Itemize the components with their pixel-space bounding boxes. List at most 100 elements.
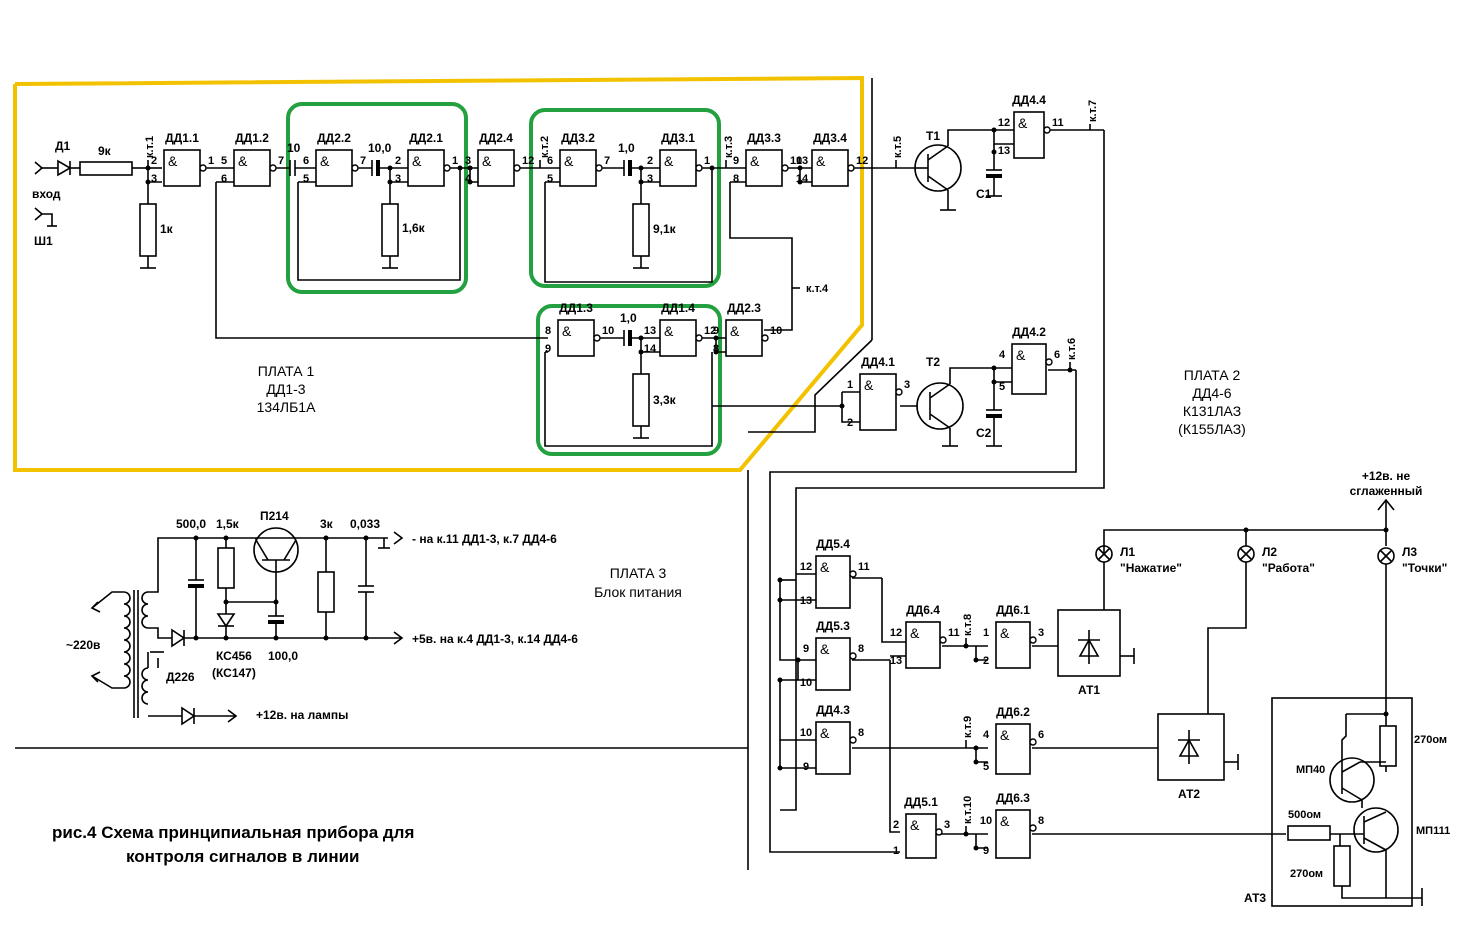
pin-number: 11 — [948, 627, 960, 639]
pin-number: 12 — [890, 627, 902, 639]
pin-number: 1 — [983, 627, 989, 639]
gate-symbol: & — [864, 377, 874, 393]
transistor-t1 — [914, 144, 962, 192]
pin-number: 1 — [893, 845, 899, 857]
pin-number: 2 — [647, 155, 653, 167]
gate-symbol: & — [664, 323, 674, 339]
pin-number: 2 — [395, 155, 401, 167]
resistor-270-bottom — [1333, 845, 1351, 887]
board1-outline — [13, 75, 864, 472]
resistor-500 — [1287, 825, 1331, 841]
block-dd1-outline — [536, 304, 722, 456]
resistor-1k — [139, 203, 157, 257]
gate-name: ДД2.1 — [409, 131, 443, 145]
at3-module — [1271, 697, 1413, 907]
gate-name: ДД3.4 — [813, 131, 847, 145]
gate-symbol: & — [750, 153, 760, 169]
gate-name: ДД2.4 — [479, 131, 513, 145]
pin-number: 1 — [452, 155, 458, 167]
gate-name: ДД5.1 — [904, 795, 938, 809]
pin-number: 4 — [465, 173, 472, 185]
pin-number: 12 — [704, 325, 716, 337]
pin-number: 13 — [644, 325, 656, 337]
gate-symbol: & — [412, 153, 422, 169]
pin-number: 8 — [858, 643, 864, 655]
transistor-mp40 — [1329, 757, 1375, 803]
pin-number: 10 — [770, 325, 782, 337]
pin-number: 8 — [733, 173, 739, 185]
gate-symbol: & — [238, 153, 248, 169]
gate-name: ДД4.2 — [1012, 325, 1046, 339]
gate-name: ДД5.4 — [816, 537, 850, 551]
gate-symbol: & — [816, 153, 826, 169]
resistor-3-3k — [632, 373, 650, 427]
gate-symbol: & — [1000, 727, 1010, 743]
pin-number: 3 — [904, 379, 910, 391]
pin-number: 9 — [803, 761, 809, 773]
pin-number: 8 — [713, 343, 719, 355]
transistor-mp111 — [1353, 807, 1399, 853]
gate-symbol: & — [1018, 115, 1028, 131]
gate-symbol: & — [820, 559, 830, 575]
pin-number: 9 — [983, 845, 989, 857]
gate-name: ДД1.3 — [559, 301, 593, 315]
gate-symbol: & — [910, 817, 920, 833]
pin-number: 9 — [733, 155, 739, 167]
pin-number: 1 — [847, 379, 853, 391]
diode-d1 — [57, 159, 72, 177]
gate-symbol: & — [1016, 347, 1026, 363]
pin-number: 6 — [1054, 349, 1060, 361]
gate-name: ДД2.2 — [317, 131, 351, 145]
pin-number: 14 — [644, 343, 657, 355]
pin-number: 2 — [847, 417, 853, 429]
resistor-9k — [79, 161, 133, 176]
gate-symbol: & — [1000, 625, 1010, 641]
gate-symbol: & — [482, 153, 492, 169]
gate-symbol: & — [320, 153, 330, 169]
pin-number: 3 — [465, 155, 471, 167]
pin-number: 3 — [395, 173, 401, 185]
pin-number: 5 — [983, 761, 989, 773]
gate-symbol: & — [562, 323, 572, 339]
resistor-1-6k — [381, 203, 399, 257]
pin-number: 2 — [983, 655, 989, 667]
pin-number: 5 — [303, 173, 309, 185]
pin-number: 6 — [1038, 729, 1044, 741]
gate-symbol: & — [564, 153, 574, 169]
gate-symbol: & — [820, 725, 830, 741]
pin-number: 9 — [713, 325, 719, 337]
pin-number: 2 — [893, 819, 899, 831]
gate-name: ДД6.3 — [996, 791, 1030, 805]
pin-number: 6 — [303, 155, 309, 167]
pin-number: 9 — [545, 343, 551, 355]
pin-number: 13 — [796, 155, 808, 167]
pin-number: 8 — [858, 727, 864, 739]
pin-number: 7 — [278, 155, 284, 167]
pin-number: 13 — [800, 595, 812, 607]
pin-number: 14 — [796, 173, 809, 185]
gate-name: ДД6.1 — [996, 603, 1030, 617]
gate-name: ДД6.4 — [906, 603, 940, 617]
gate-symbol: & — [664, 153, 674, 169]
pin-number: 7 — [604, 155, 610, 167]
pin-number: 3 — [151, 173, 157, 185]
gate-symbol: & — [730, 323, 740, 339]
pin-number: 9 — [803, 643, 809, 655]
pin-number: 3 — [1038, 627, 1044, 639]
pin-number: 4 — [999, 349, 1006, 361]
pin-number: 11 — [1052, 117, 1064, 129]
